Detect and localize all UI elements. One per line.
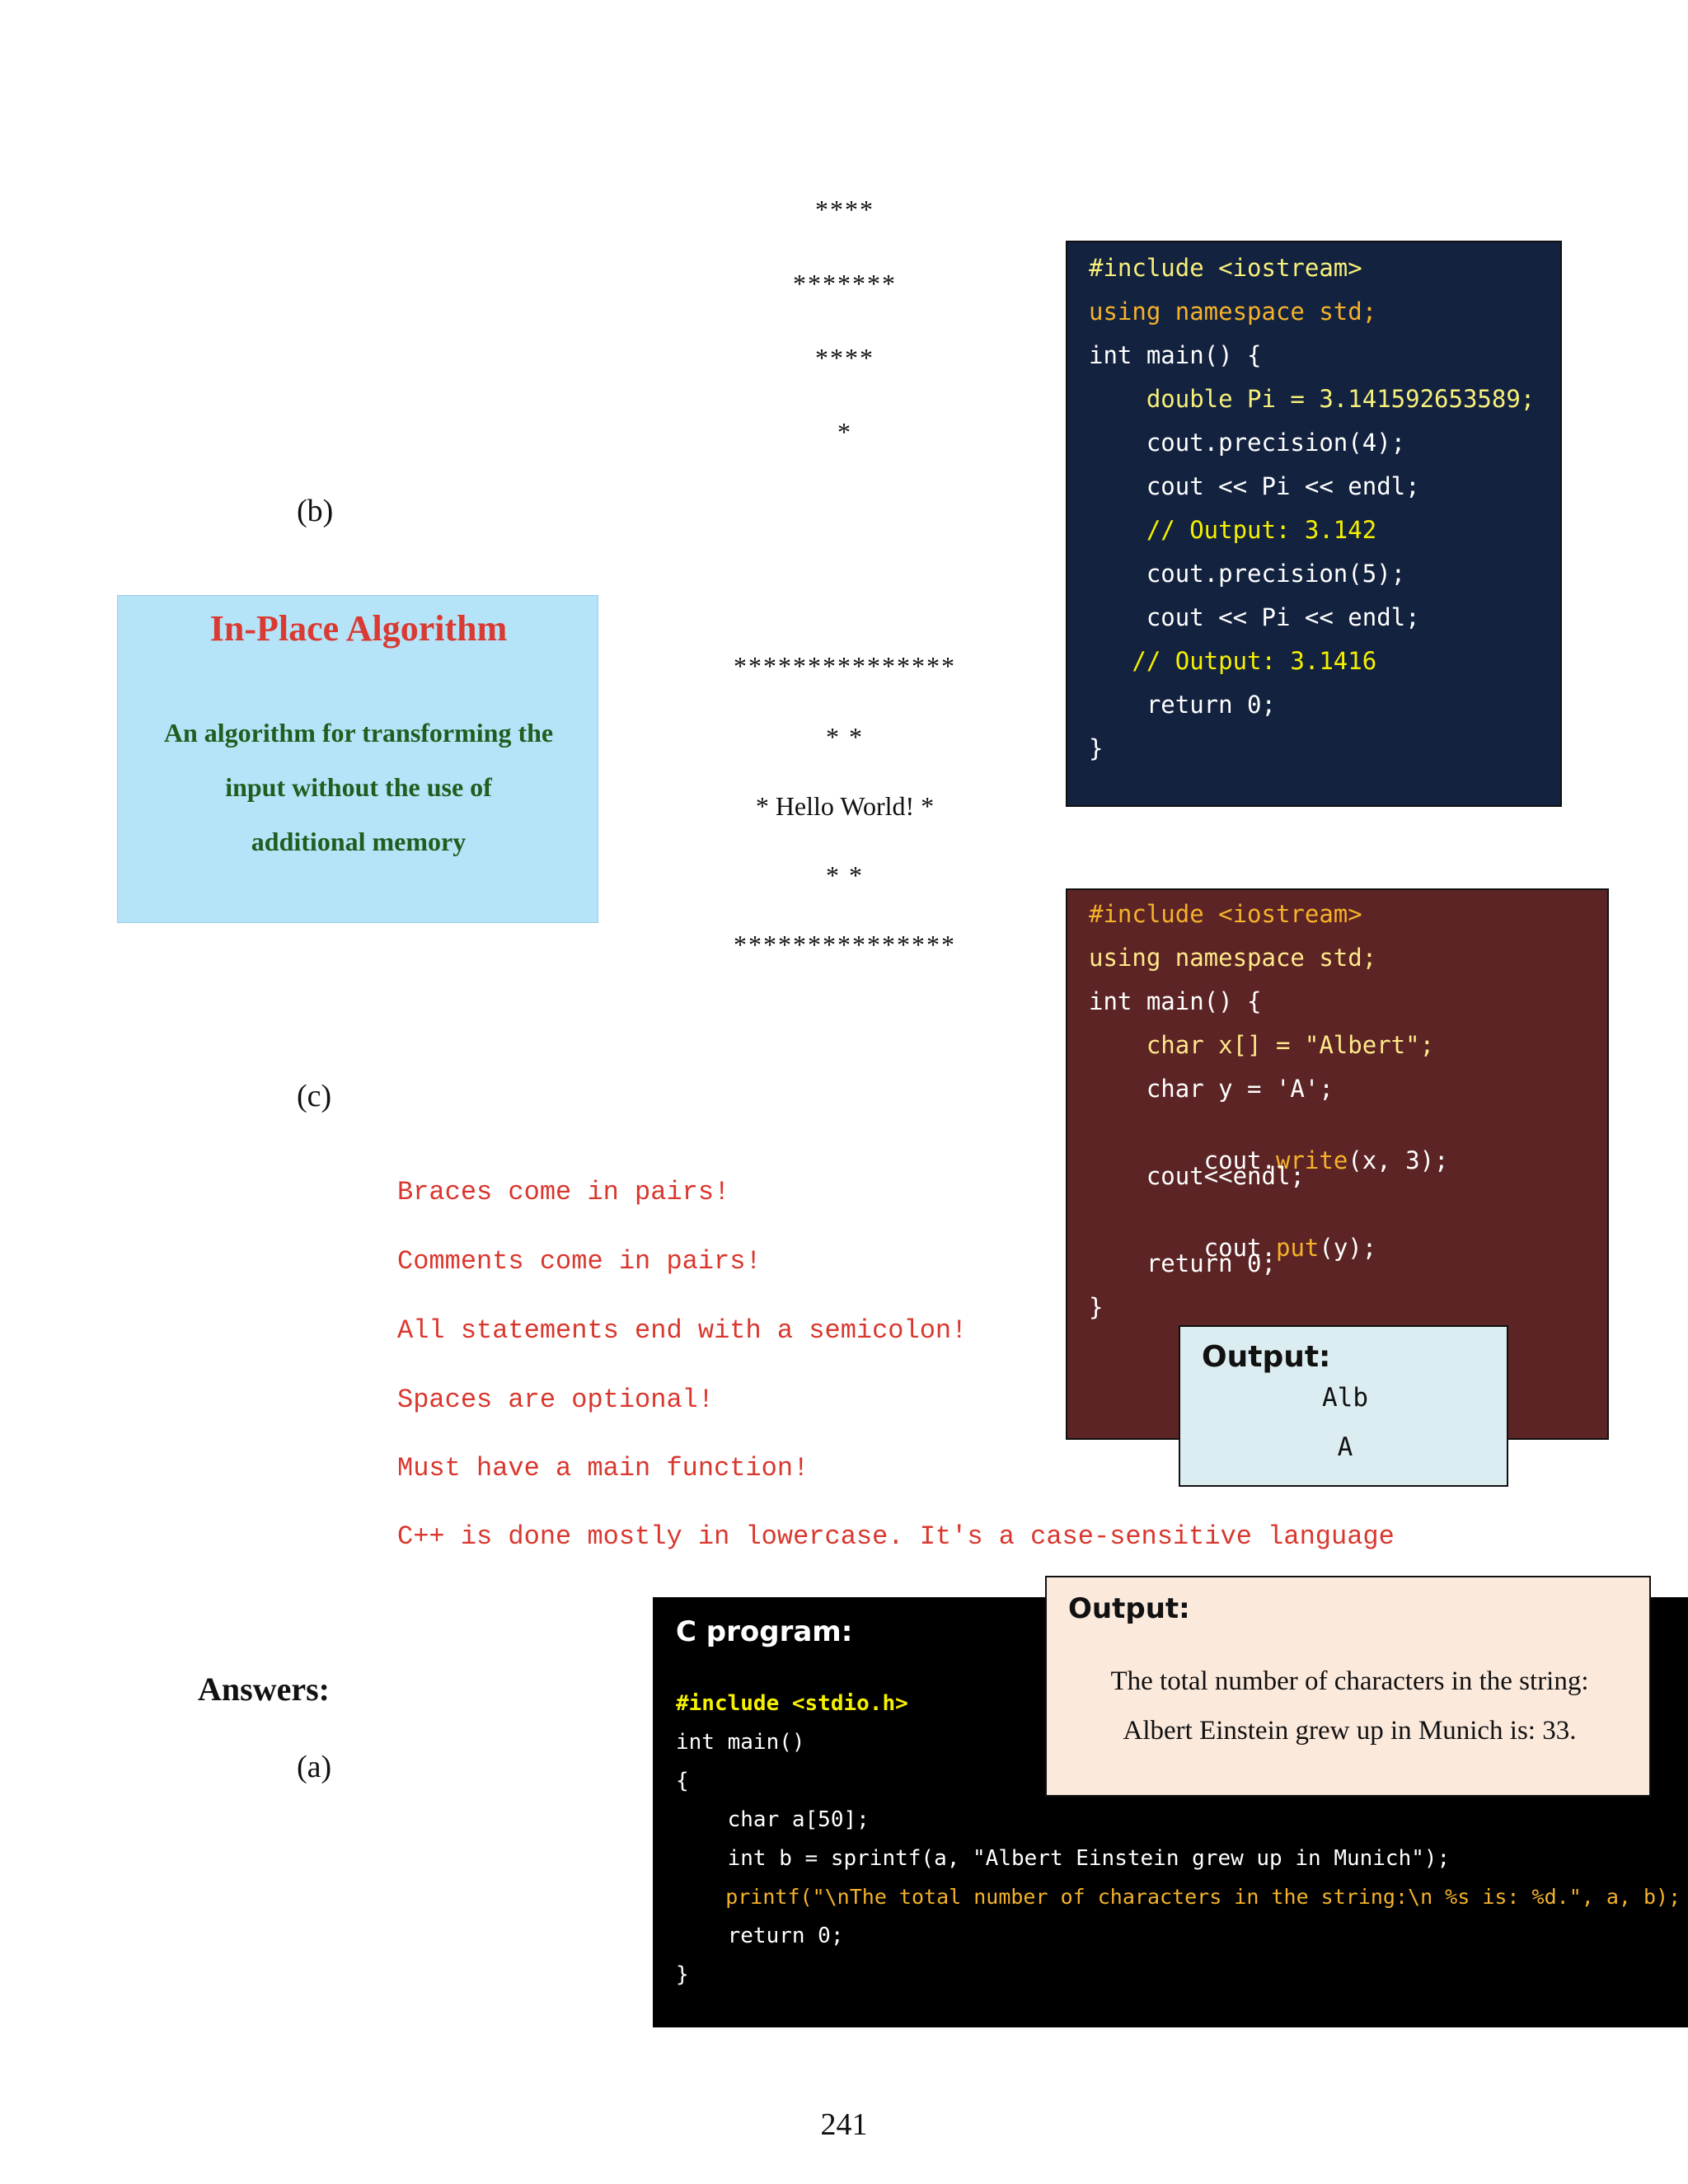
code-line: using namespace std; (1089, 944, 1377, 972)
rule-item: Must have a main function! (397, 1453, 809, 1483)
output-line: The total number of characters in the st… (1110, 1666, 1589, 1696)
code-line: char x[] = "Albert"; (1089, 1031, 1435, 1059)
code-line: cout.precision(5); (1089, 560, 1406, 588)
output-box-sprintf: Output: The total number of characters i… (1045, 1576, 1651, 1797)
code-line: return 0; (1089, 691, 1276, 719)
code-line: cout<<endl; (1089, 1162, 1305, 1190)
label-a: (a) (297, 1750, 332, 1784)
code-line: #include <iostream> (1089, 254, 1362, 282)
star-pattern-line: **** (815, 194, 874, 224)
star-pattern-line: ******* (793, 269, 897, 298)
code-line: using namespace std; (1089, 298, 1377, 326)
in-place-title: In-Place Algorithm (209, 608, 508, 649)
code-line: int b = sprintf(a, "Albert Einstein grew… (676, 1846, 1451, 1871)
code-comment: // Output: 3.142 (1089, 516, 1377, 544)
rule-item: C++ is done mostly in lowercase. It's a … (397, 1521, 1395, 1552)
output-title: Output: (1202, 1340, 1331, 1374)
code-line: cout.precision(4); (1089, 429, 1406, 457)
hello-blank-line: * * (826, 860, 864, 890)
code-line: } (1089, 1293, 1104, 1321)
code-line: cout << Pi << endl; (1089, 603, 1420, 631)
code-line: int main() (676, 1730, 805, 1755)
code-line: } (676, 1962, 689, 1987)
star-pattern-line: **** (815, 343, 874, 373)
hello-blank-line: * * (826, 722, 864, 752)
code-line: return 0; (676, 1924, 844, 1948)
output-line: Alb (1322, 1383, 1368, 1413)
output-title: Output: (1068, 1592, 1190, 1625)
rule-item: Braces come in pairs! (397, 1177, 730, 1207)
code-token-method: put (1275, 1234, 1320, 1262)
output-line: Albert Einstein grew up in Munich is: 33… (1123, 1716, 1577, 1746)
code-line: } (1089, 734, 1104, 762)
code-line: #include <stdio.h> (676, 1691, 908, 1716)
rule-item: All statements end with a semicolon! (397, 1315, 968, 1346)
code-line: cout << Pi << endl; (1089, 472, 1420, 500)
code-line: { (676, 1769, 689, 1793)
page-number: 241 (820, 2107, 868, 2142)
output-box-write-put: Output: Alb A (1179, 1325, 1508, 1487)
code-line-write: cout.write(x, 3); (1089, 1118, 1449, 1202)
label-b: (b) (297, 494, 334, 528)
code-token: (y); (1319, 1234, 1377, 1262)
code-line: #include <iostream> (1089, 900, 1362, 928)
rule-item: Comments come in pairs! (397, 1246, 762, 1277)
in-place-definition-line: An algorithm for transforming the (163, 718, 554, 748)
hello-border-top: *************** (734, 651, 956, 681)
code-token: cout. (1146, 1234, 1276, 1262)
hello-border-bottom: *************** (734, 930, 956, 959)
label-c: (c) (297, 1079, 332, 1113)
answers-heading: Answers: (198, 1671, 330, 1708)
code-block-precision: #include <iostream> using namespace std;… (1066, 241, 1562, 807)
code-line: return 0; (1089, 1249, 1276, 1277)
code-token: cout. (1146, 1146, 1276, 1174)
output-line: A (1337, 1432, 1353, 1462)
code-token: (x, 3); (1348, 1146, 1449, 1174)
code-comment: // Output: 3.1416 (1089, 647, 1377, 675)
in-place-algorithm-box: In-Place Algorithm An algorithm for tran… (117, 595, 598, 923)
code-line: double Pi = 3.141592653589; (1089, 385, 1536, 413)
in-place-definition-line: input without the use of (225, 772, 492, 802)
code-line: char y = 'A'; (1089, 1075, 1334, 1103)
code-line-put: cout.put(y); (1089, 1206, 1377, 1290)
in-place-definition-line: additional memory (251, 827, 467, 856)
star-pattern-line: * (837, 417, 852, 447)
hello-world-line: * Hello World! * (755, 791, 935, 821)
code-line: char a[50]; (676, 1807, 870, 1832)
cpp-rules-list: Braces come in pairs! Comments come in p… (397, 1174, 1551, 1569)
c-program-title: C program: (676, 1615, 853, 1648)
code-line: int main() { (1089, 987, 1262, 1015)
code-token-method: write (1275, 1146, 1348, 1174)
code-line: int main() { (1089, 341, 1262, 369)
rule-item: Spaces are optional! (397, 1385, 715, 1415)
code-line: printf("\nThe total number of characters… (676, 1885, 1681, 1909)
